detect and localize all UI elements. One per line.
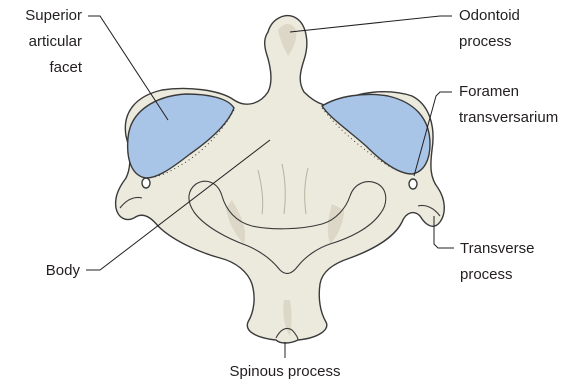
right-foramen-transversarium: [409, 179, 417, 189]
left-foramen-transversarium: [142, 178, 150, 188]
superior-facet-label-line1: Superior: [25, 7, 82, 24]
superior-facet-label-line2: articular: [29, 33, 82, 50]
body-label: Body: [46, 262, 81, 279]
vertebra-bone: [116, 16, 445, 343]
transverse-label-line1: Transverse: [460, 240, 534, 257]
superior-facet-label-line3: facet: [49, 59, 82, 76]
odontoid-leader: [290, 16, 452, 32]
odontoid-label-line1: Odontoid: [459, 7, 520, 24]
vertebra-outline: [116, 16, 445, 343]
odontoid-label-line2: process: [459, 33, 512, 50]
transverse-label-line2: process: [460, 266, 513, 283]
foramen-label-line1: Foramen: [459, 83, 519, 100]
spinous-label: Spinous process: [230, 363, 341, 380]
foramen-label-line2: transversarium: [459, 109, 558, 126]
